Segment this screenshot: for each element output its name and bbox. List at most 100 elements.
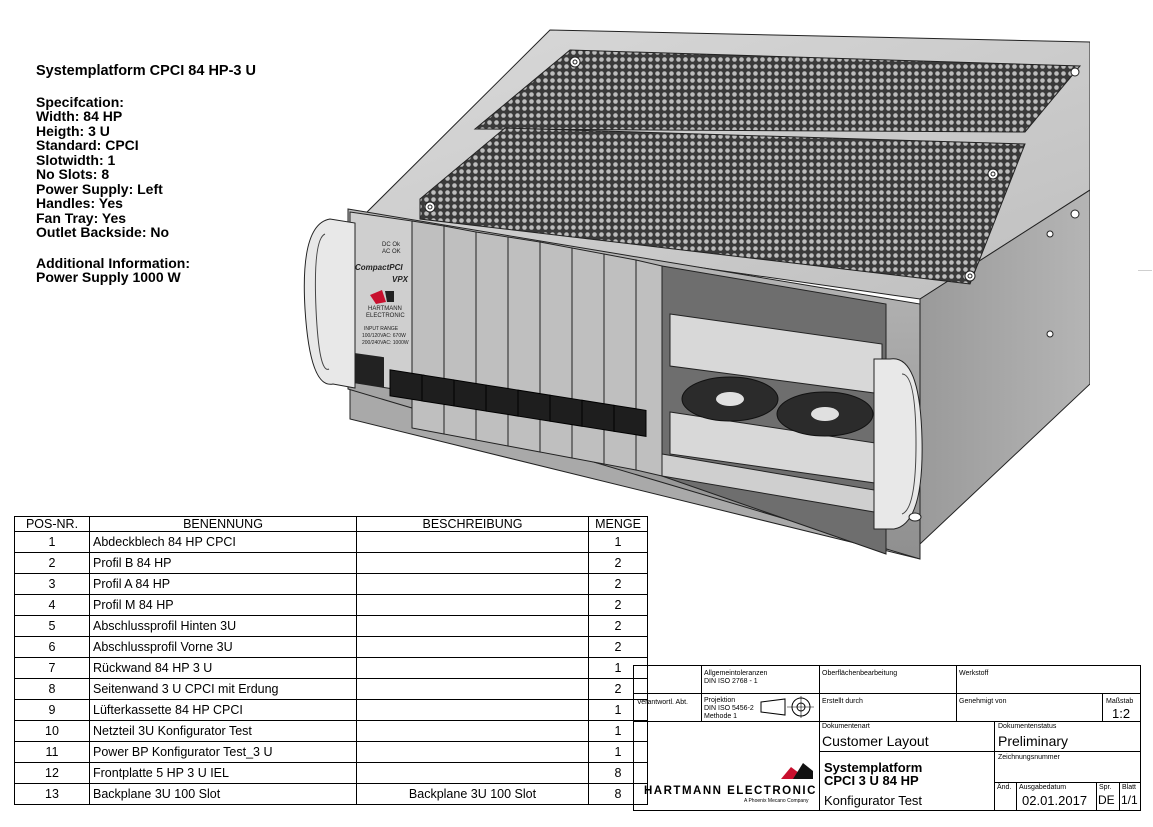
blatt-value: 1/1 bbox=[1121, 793, 1138, 807]
drawing-subtitle: Konfigurator Test bbox=[824, 793, 923, 808]
row-desc bbox=[356, 531, 589, 553]
spec-slots: No Slots: 8 bbox=[36, 166, 110, 182]
massstab-label: Maßstab bbox=[1106, 698, 1134, 705]
row-pos: 11 bbox=[14, 741, 90, 763]
drawing-title: Systemplatform CPCI 3 U 84 HP bbox=[824, 761, 922, 787]
zeichnungsnummer-label: Zeichnungsnummer bbox=[998, 754, 1060, 761]
left-handle bbox=[303, 218, 356, 389]
row-qty: 2 bbox=[588, 636, 648, 658]
row-desc bbox=[356, 594, 589, 616]
additional-power: Power Supply 1000 W bbox=[36, 269, 181, 285]
row-name: Backplane 3U 100 Slot bbox=[89, 783, 357, 805]
col-benennung: BENENNUNG bbox=[89, 516, 357, 532]
company-subtitle: A Phoenix Mecano Company bbox=[744, 798, 809, 804]
projektion-block: Projektion DIN ISO 5456-2 Methode 1 bbox=[704, 697, 754, 721]
row-desc: Backplane 3U 100 Slot bbox=[356, 783, 589, 805]
row-qty: 2 bbox=[588, 594, 648, 616]
row-pos: 5 bbox=[14, 615, 90, 637]
hartmann-logo-icon bbox=[781, 763, 813, 779]
oberflaeche-label: Oberflächenbearbeitung bbox=[822, 670, 898, 677]
spec-handles: Handles: Yes bbox=[36, 195, 123, 211]
row-name: Frontplatte 5 HP 3 U IEL bbox=[89, 762, 357, 784]
vent-area-front bbox=[419, 127, 1026, 285]
genehmigt-label: Genehmigt von bbox=[959, 698, 1007, 705]
psu-brand-cpci: CompactPCI bbox=[355, 263, 403, 272]
blatt-label: Blatt bbox=[1122, 784, 1137, 791]
row-pos: 6 bbox=[14, 636, 90, 658]
col-pos: POS-NR. bbox=[14, 516, 90, 532]
psu-status-ac: AC OK bbox=[382, 249, 401, 255]
psu-logo-mark bbox=[370, 290, 386, 304]
row-desc bbox=[356, 678, 589, 700]
row-name: Netzteil 3U Konfigurator Test bbox=[89, 720, 357, 742]
psu-logo-1: HARTMANN bbox=[368, 306, 402, 312]
row-name: Seitenwand 3 U CPCI mit Erdung bbox=[89, 678, 357, 700]
spec-fan-tray: Fan Tray: Yes bbox=[36, 209, 127, 226]
title-block: Allgemeintoleranzen DIN ISO 2768 - 1 Obe… bbox=[633, 665, 1141, 811]
row-pos: 13 bbox=[14, 783, 90, 805]
row-pos: 10 bbox=[14, 720, 90, 742]
additional-heading: Additional Information: bbox=[36, 254, 190, 271]
row-pos: 12 bbox=[14, 762, 90, 784]
row-pos: 7 bbox=[14, 657, 90, 679]
psu-input-1: INPUT RANGE bbox=[364, 326, 399, 332]
psu-status-dc: DC Ok bbox=[382, 242, 401, 248]
specification-block: Systemplatform CPCI 84 HP-3 U Specifcati… bbox=[36, 64, 256, 285]
spec-outlet-backside: Outlet Backside: No bbox=[36, 224, 170, 240]
dokumentenart-label: Dokumentenart bbox=[822, 723, 870, 730]
right-handle bbox=[873, 358, 923, 530]
row-name: Rückwand 84 HP 3 U bbox=[89, 657, 357, 679]
row-desc bbox=[356, 636, 589, 658]
chassis-drawing: DC Ok AC OK CompactPCI VPX HARTMANN ELEC… bbox=[303, 29, 1090, 560]
ausgabedatum-value: 02.01.2017 bbox=[1022, 793, 1088, 808]
vent-area-rear bbox=[473, 49, 1082, 133]
spec-width: Width: 84 HP bbox=[36, 108, 123, 124]
row-name: Lüfterkassette 84 HP CPCI bbox=[89, 699, 357, 721]
drawing-title-line2: CPCI 3 U 84 HP bbox=[824, 773, 919, 788]
row-desc bbox=[356, 552, 589, 574]
psu-input-3: 200/240VAC: 1000W bbox=[362, 340, 409, 346]
row-desc bbox=[356, 657, 589, 679]
row-pos: 9 bbox=[14, 699, 90, 721]
drawing-title-line1: Systemplatform bbox=[824, 760, 923, 775]
spec-slotwidth: Slotwidth: 1 bbox=[36, 151, 116, 168]
col-menge: MENGE bbox=[588, 516, 648, 532]
row-qty: 2 bbox=[588, 573, 648, 595]
row-name: Abschlussprofil Hinten 3U bbox=[89, 615, 357, 637]
psu-label: DC Ok AC OK CompactPCI VPX HARTMANN ELEC… bbox=[355, 242, 409, 346]
company-name: HARTMANN ELECTRONIC bbox=[644, 785, 817, 797]
verantwortl-label: Verantwortl. Abt. bbox=[637, 699, 688, 706]
erstellt-label: Erstellt durch bbox=[822, 698, 863, 705]
ausgabedatum-label: Ausgabedatum bbox=[1019, 784, 1067, 791]
projektion-2: DIN ISO 5456-2 bbox=[704, 705, 754, 712]
psu-logo-2: ELECTRONIC bbox=[366, 313, 405, 319]
massstab-value: 1:2 bbox=[1112, 706, 1131, 721]
allgemeintoleranzen-label: Allgemeintoleranzen DIN ISO 2768 - 1 bbox=[704, 670, 767, 686]
spec-title: Systemplatform CPCI 84 HP-3 U bbox=[36, 63, 256, 79]
parts-table-header: POS-NR. BENENNUNG BESCHREIBUNG MENGE bbox=[14, 516, 648, 532]
row-pos: 4 bbox=[14, 594, 90, 616]
row-name: Abdeckblech 84 HP CPCI bbox=[89, 531, 357, 553]
aenderung-label: Änd. bbox=[997, 784, 1012, 791]
sprache-label: Spr. bbox=[1099, 784, 1112, 791]
row-pos: 3 bbox=[14, 573, 90, 595]
row-pos: 8 bbox=[14, 678, 90, 700]
spec-height: Heigth: 3 U bbox=[36, 122, 110, 139]
row-desc bbox=[356, 741, 589, 763]
dokumentenart-value: Customer Layout bbox=[822, 733, 929, 749]
dokumentenstatus-value: Preliminary bbox=[998, 733, 1069, 749]
spec-heading: Specifcation: bbox=[36, 93, 124, 110]
spec-power-supply: Power Supply: Left bbox=[36, 180, 163, 197]
row-qty: 2 bbox=[588, 552, 648, 574]
row-name: Profil M 84 HP bbox=[89, 594, 357, 616]
projection-symbol-icon bbox=[760, 696, 814, 718]
row-desc bbox=[356, 720, 589, 742]
row-qty: 1 bbox=[588, 531, 648, 553]
